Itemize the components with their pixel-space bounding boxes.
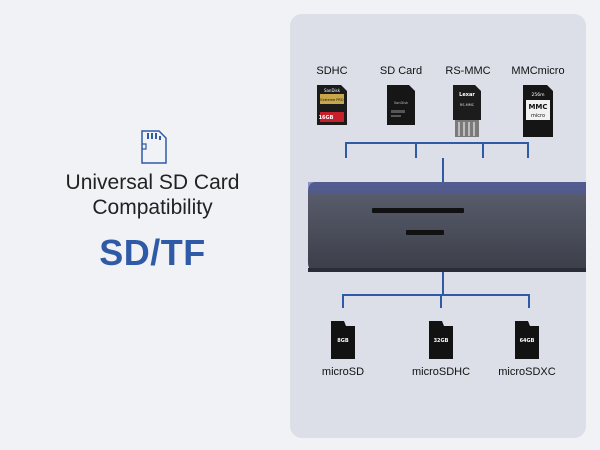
sd-card-icon [140, 130, 167, 164]
card-label-rs-mmc: RS-MMC [445, 65, 491, 77]
left-info: Universal SD Card Compatibility SD/TF [20, 130, 285, 274]
sd-card-brand: SanDisk [394, 101, 409, 105]
top-connector-drop-3 [482, 142, 484, 158]
tf-slot [406, 230, 444, 235]
card-label-microsdxc: microSDXC [498, 366, 556, 378]
headline-line-2: Compatibility [92, 196, 213, 219]
microsd-card-image: 8GB [331, 321, 355, 359]
sd-card-image: SanDisk [387, 85, 415, 125]
top-connector-stem [442, 158, 444, 186]
top-connector-drop-1 [345, 142, 347, 158]
rs-mmc-card-brand: Lexar [459, 92, 475, 98]
compatibility-panel: SDHC SD Card RS-MMC MMCmicro SanDisk Ext… [290, 14, 586, 438]
rs-mmc-card-image: Lexar RS-MMC [453, 85, 481, 137]
top-connector-drop-4 [527, 142, 529, 158]
headline-line-1: Universal SD Card [65, 171, 240, 194]
sdhc-card-capacity: 16GB [319, 115, 334, 121]
card-label-mmcmicro: MMCmicro [511, 65, 565, 77]
sdhc-card-sub: Extreme PRO [320, 98, 343, 102]
bottom-connector-drop-2 [440, 294, 442, 308]
top-connector-bar [345, 142, 529, 144]
top-connector-drop-2 [415, 142, 417, 158]
mmcmicro-card-sub2: micro [531, 113, 545, 119]
bottom-connector-drop-1 [342, 294, 344, 308]
bottom-connector-stem [442, 272, 444, 294]
microsdhc-card-image: 32GB [429, 321, 453, 359]
card-label-microsd: microSD [321, 366, 365, 378]
format-badge: SD/TF [99, 232, 206, 273]
bottom-connector-bar [342, 294, 530, 296]
card-label-sd-card: SD Card [379, 65, 423, 77]
sd-slot [372, 208, 464, 213]
rs-mmc-card-sub: RS-MMC [460, 103, 475, 107]
bottom-connector-drop-3 [528, 294, 530, 308]
sdhc-card-brand: SanDisk [324, 88, 341, 93]
card-reader-device [308, 182, 586, 272]
sdhc-card-image: SanDisk Extreme PRO 16GB [317, 85, 347, 125]
microsd-card-capacity: 8GB [337, 338, 349, 344]
microsdhc-card-capacity: 32GB [434, 338, 449, 344]
mmcmicro-card-image: 256m MMC micro [523, 85, 553, 137]
microsdxc-card-capacity: 64GB [520, 338, 535, 344]
mmcmicro-card-sub: MMC [528, 103, 547, 111]
microsdxc-card-image: 64GB [515, 321, 539, 359]
mmcmicro-card-capacity: 256m [532, 92, 545, 98]
card-label-microsdhc: microSDHC [411, 366, 471, 378]
card-label-sdhc: SDHC [316, 65, 348, 77]
